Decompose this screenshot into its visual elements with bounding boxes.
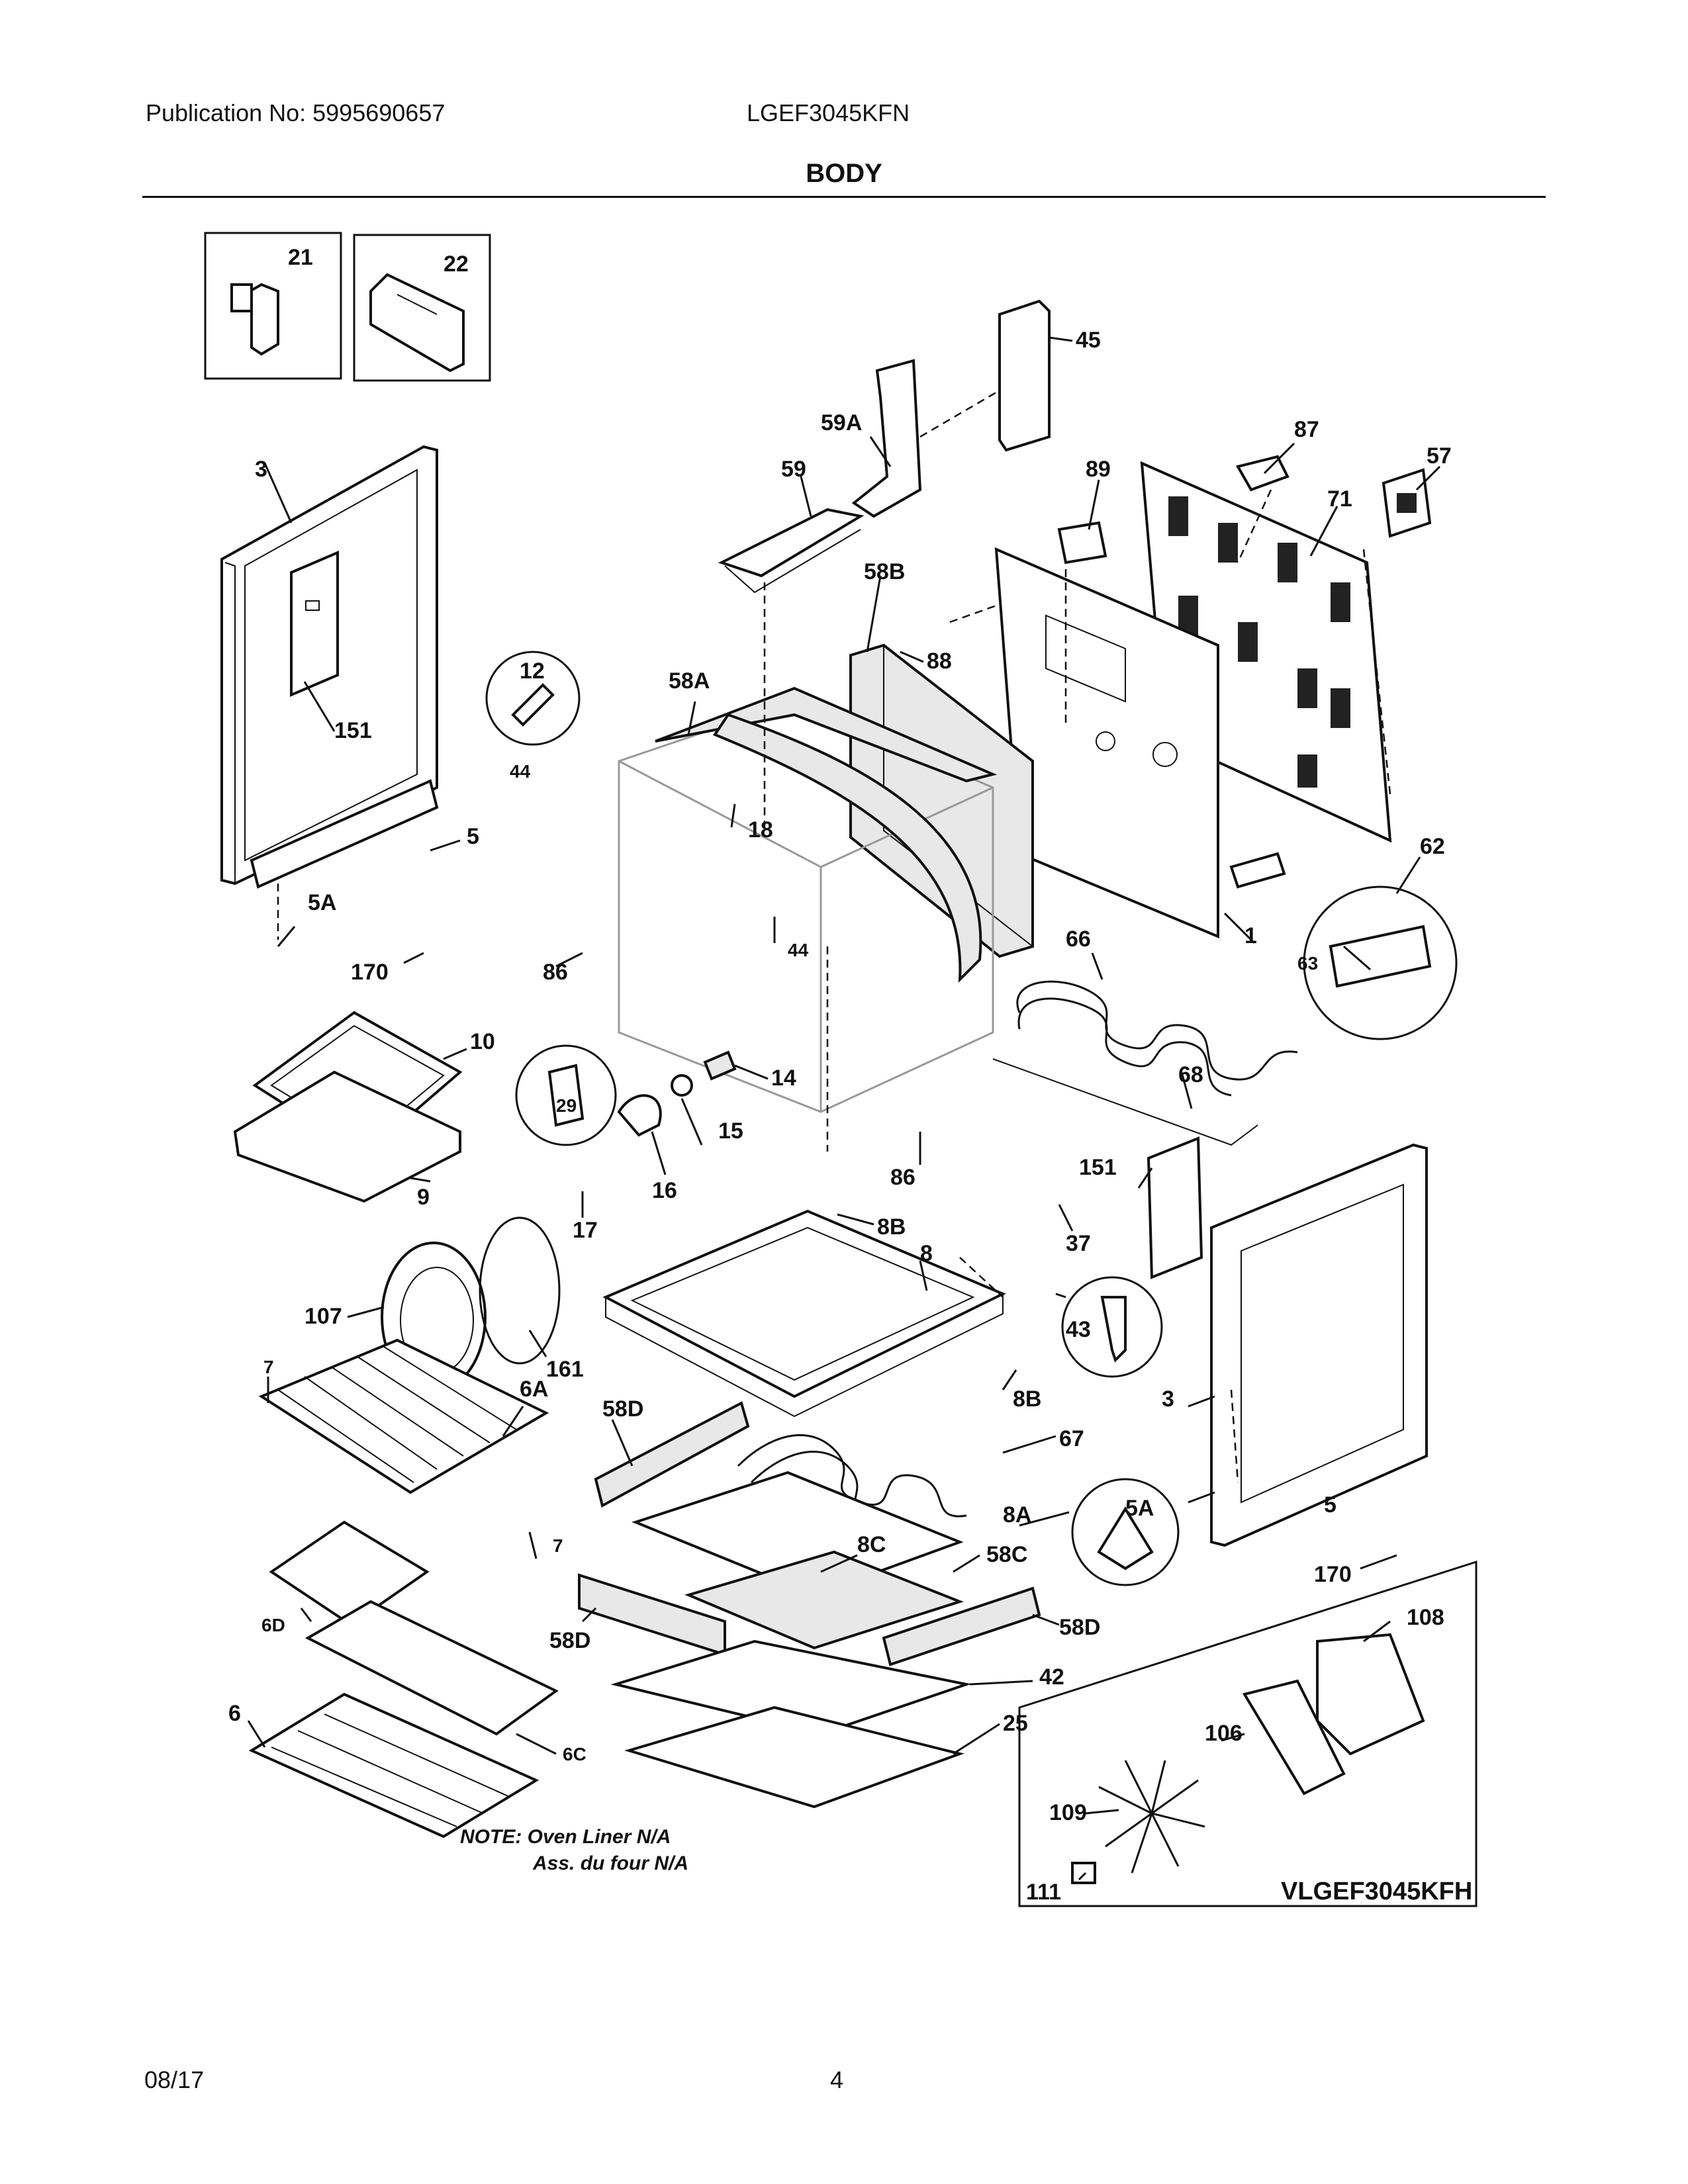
left-door-frame: [220, 445, 439, 889]
callout-87: 87: [1294, 417, 1319, 442]
callout-58c: 58C: [986, 1542, 1027, 1567]
assembly-dashed-lines: [277, 389, 1391, 1483]
callout-5a-right: 5A: [1125, 1496, 1154, 1521]
callout-58d-bottom: 58D: [549, 1628, 590, 1653]
broil-pan: [233, 1011, 463, 1203]
callout-170-left: 170: [351, 960, 389, 985]
callout-68: 68: [1178, 1062, 1203, 1087]
callout-3-right: 3: [1162, 1387, 1174, 1412]
callout-29: 29: [556, 1095, 577, 1116]
callout-6d: 6D: [261, 1615, 285, 1635]
callout-16: 16: [652, 1178, 677, 1203]
callout-labels: 21 22 45 59A 87 57 3 59 89 71 58B 88 12 …: [228, 245, 1452, 1905]
callout-15: 15: [718, 1118, 743, 1144]
callout-170-right: 170: [1314, 1562, 1352, 1587]
callout-5a-left: 5A: [308, 890, 336, 915]
callout-5-left: 5: [467, 824, 479, 849]
callout-5-right: 5: [1324, 1492, 1336, 1518]
fan-motor-assembly-box: [1018, 1560, 1477, 1907]
header-rule: [142, 196, 1546, 198]
callout-42: 42: [1039, 1664, 1064, 1690]
callout-67: 67: [1059, 1426, 1084, 1451]
inset-leveler-5a: [1071, 1478, 1180, 1586]
callout-63: 63: [1297, 953, 1318, 974]
callout-17: 17: [573, 1218, 598, 1243]
variant-model-label: VLGEF3045KFH: [1281, 1878, 1472, 1905]
callout-8a: 8A: [1003, 1502, 1031, 1527]
leader-lines: [247, 336, 1441, 1881]
callout-58b: 58B: [864, 559, 905, 584]
callout-3-left: 3: [255, 457, 267, 482]
callout-58a: 58A: [669, 668, 710, 694]
inset-screw-43: [1061, 1276, 1163, 1378]
callout-62: 62: [1420, 834, 1445, 859]
callout-107: 107: [305, 1304, 342, 1329]
callout-6c: 6C: [563, 1744, 586, 1764]
callout-108: 108: [1407, 1605, 1444, 1630]
callout-8b-bottom: 8B: [1013, 1387, 1041, 1412]
callout-25: 25: [1003, 1711, 1028, 1736]
duct-parts: [718, 299, 1051, 594]
callout-44-right: 44: [788, 940, 809, 960]
footer-date: 08/17: [144, 2066, 205, 2093]
callout-161: 161: [546, 1357, 584, 1382]
oven-liner-ghost: [618, 686, 998, 1113]
callout-8b-top: 8B: [877, 1214, 906, 1240]
callout-45: 45: [1076, 328, 1101, 353]
callout-59a: 59A: [821, 410, 862, 435]
callout-58d-top: 58D: [602, 1396, 643, 1422]
callout-12: 12: [520, 659, 545, 684]
lower-insulation-and-panels: [578, 1401, 1041, 1809]
callout-7-left: 7: [263, 1357, 274, 1377]
publication-number: Publication No: 5995690657: [146, 99, 445, 126]
callout-6a: 6A: [520, 1377, 548, 1402]
inset-part-22: [353, 234, 491, 382]
footer-page-number: 4: [830, 2066, 844, 2093]
callout-14: 14: [771, 1066, 796, 1091]
callout-44-left: 44: [510, 761, 531, 782]
callout-66: 66: [1066, 927, 1091, 952]
inset-terminal-block-62: [1229, 852, 1458, 1040]
callout-89: 89: [1086, 457, 1111, 482]
callout-43: 43: [1066, 1317, 1091, 1342]
callout-86-right: 86: [890, 1165, 915, 1190]
callout-21: 21: [288, 245, 313, 270]
callout-1: 1: [1244, 923, 1257, 948]
oven-racks: [248, 1338, 559, 1839]
callout-86-left: 86: [543, 960, 568, 985]
note-line-1: NOTE: Oven Liner N/A: [460, 1826, 671, 1848]
callout-71: 71: [1327, 486, 1352, 512]
callout-106: 106: [1205, 1721, 1243, 1746]
section-title: BODY: [806, 159, 882, 188]
callout-6: 6: [228, 1701, 241, 1726]
callout-57: 57: [1427, 443, 1452, 469]
insulation-58b: [849, 643, 1034, 958]
note-line-2: Ass. du four N/A: [532, 1852, 688, 1874]
callout-22: 22: [444, 251, 469, 277]
callout-109: 109: [1049, 1800, 1087, 1825]
callout-18: 18: [748, 817, 773, 842]
inset-part-29: [515, 1044, 617, 1146]
broil-element: [992, 980, 1298, 1146]
callout-9: 9: [417, 1185, 430, 1210]
callout-7-right: 7: [553, 1535, 563, 1556]
callout-8: 8: [920, 1241, 933, 1266]
model-number: LGEF3045KFN: [747, 99, 910, 126]
right-door-frame: [1147, 1136, 1428, 1547]
callout-10: 10: [470, 1029, 495, 1054]
inset-part-21: [204, 232, 342, 380]
inset-probe-12: [485, 651, 581, 746]
callout-111: 111: [1026, 1880, 1061, 1905]
callout-37: 37: [1066, 1231, 1091, 1256]
callout-151-right: 151: [1079, 1155, 1117, 1180]
oven-bottom-tray: [602, 1209, 1006, 1418]
callout-58d-right: 58D: [1059, 1615, 1100, 1640]
callout-8c: 8C: [857, 1532, 886, 1557]
callout-88: 88: [927, 649, 952, 674]
callout-151-left: 151: [334, 718, 372, 743]
lamp-parts: [617, 1050, 737, 1137]
callout-59: 59: [781, 457, 806, 482]
